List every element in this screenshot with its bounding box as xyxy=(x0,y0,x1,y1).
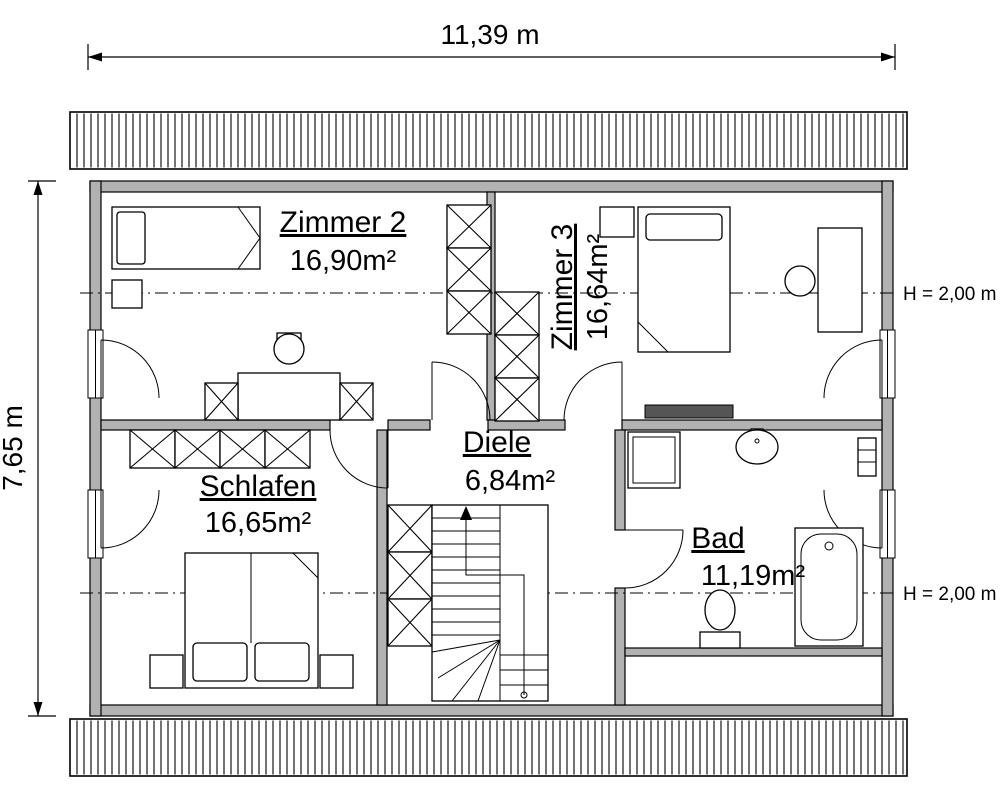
chimney-stack-lower xyxy=(494,291,540,422)
bed-zimmer3-pillow xyxy=(645,213,723,241)
bed-zimmer2-fold-lower xyxy=(237,237,261,270)
sink-bad xyxy=(735,429,779,465)
bed-schlafen-pillow-left xyxy=(192,642,248,682)
stair-winder-tread xyxy=(477,639,501,702)
toilet-bad-cistern xyxy=(699,631,741,649)
room-labels: Zimmer 2 16,90m² Zimmer 3 16,64m² Schlaf… xyxy=(200,206,806,592)
furniture-bad xyxy=(624,428,883,657)
door-zimmer2-swing-arc xyxy=(431,361,491,421)
furniture-zimmer3 xyxy=(599,206,863,419)
label-schlafen-area: 16,65m² xyxy=(205,507,312,539)
height-line-bottom-label: H = 2,00 m xyxy=(903,584,996,605)
dimension-top: 11,39 m xyxy=(87,19,896,70)
stairs-outline xyxy=(431,504,549,702)
doors xyxy=(329,361,684,589)
chair-zimmer3 xyxy=(784,265,816,297)
closet-stairs xyxy=(387,504,433,647)
shower-bad xyxy=(627,431,681,489)
window-right-upper-swing-arc xyxy=(823,339,883,399)
label-diele-area: 6,84m² xyxy=(465,465,556,497)
outer-walls xyxy=(89,180,894,717)
bed-zimmer2-fold-upper xyxy=(237,206,261,239)
bathtub-bad xyxy=(794,527,864,647)
stair-walkline xyxy=(465,517,525,695)
label-zimmer2-area: 16,90m² xyxy=(290,245,397,277)
wall-top xyxy=(89,180,894,193)
wall-left xyxy=(89,180,102,717)
installation-wall-bad xyxy=(624,647,883,657)
bed-schlafen-fold xyxy=(292,552,319,579)
eave-band-bottom-hatch xyxy=(76,720,904,775)
wall-right xyxy=(881,180,894,717)
bed-schlafen-pillow-right xyxy=(254,642,310,682)
sink-bad-drain xyxy=(754,438,760,444)
window-left-upper-swing-arc xyxy=(100,339,160,399)
label-diele-name: Diele xyxy=(463,426,531,459)
dimension-left-arrow-top xyxy=(33,181,43,195)
dimension-top-label: 11,39 m xyxy=(440,19,539,50)
window-left-lower-swing-arc xyxy=(100,489,160,549)
nightstand-zimmer2 xyxy=(111,279,143,309)
door-schlafen-swing-arc xyxy=(329,429,389,489)
nightstand-schlafen-right xyxy=(319,654,354,689)
dimension-top-arrow-right xyxy=(881,52,895,62)
label-zimmer3-name: Zimmer 3 xyxy=(546,224,579,351)
nightstand-schlafen-left xyxy=(149,654,184,689)
desk-zimmer2-side-units xyxy=(204,382,374,421)
stair-winder-tread xyxy=(437,639,501,679)
eave-band-bottom xyxy=(69,718,908,777)
wall-schlafen-diele xyxy=(376,429,388,706)
stairs xyxy=(387,504,549,702)
eave-band-top xyxy=(69,111,908,170)
wall-corridor-seg1 xyxy=(100,419,331,431)
stair-winder-tread xyxy=(451,639,501,702)
radiator-bad xyxy=(857,437,877,477)
label-bad-area: 11,19m² xyxy=(701,560,806,592)
label-zimmer2-name: Zimmer 2 xyxy=(280,206,407,239)
door-bad-swing-arc xyxy=(624,529,684,589)
desk-zimmer2 xyxy=(237,372,341,421)
wall-bottom xyxy=(89,704,894,717)
toilet-bad xyxy=(704,589,736,631)
bathtub-bad-drain xyxy=(824,541,834,551)
dimension-left: 7,65 m xyxy=(0,180,56,717)
label-zimmer3-area: 16,64m² xyxy=(582,233,614,340)
dimension-top-arrow-left xyxy=(88,52,102,62)
dimension-left-label: 7,65 m xyxy=(0,405,28,491)
furniture-schlafen xyxy=(129,429,354,689)
nightstand-zimmer3 xyxy=(599,206,635,238)
sideboard-zimmer3 xyxy=(644,404,734,419)
height-line-top-label: H = 2,00 m xyxy=(903,284,996,305)
bathtub-bad-inner xyxy=(800,533,858,641)
bed-zimmer3-fold xyxy=(637,321,669,353)
shower-bad-inner xyxy=(632,436,676,484)
stair-walkline-arrow xyxy=(460,506,472,520)
desk-zimmer3 xyxy=(817,227,863,333)
wall-diele-bad-lower xyxy=(614,587,626,706)
wall-diele-bad-upper xyxy=(614,429,626,531)
wardrobe-schlafen xyxy=(129,429,311,469)
furniture-zimmer2 xyxy=(111,206,374,421)
stair-winder-tread xyxy=(431,639,501,653)
dimension-left-arrow-bottom xyxy=(33,702,43,716)
chimney-stack-upper xyxy=(446,204,492,335)
chair-zimmer2 xyxy=(273,333,305,365)
bed-zimmer2-pillow xyxy=(116,211,146,265)
eave-band-top-hatch xyxy=(76,113,904,168)
label-bad-name: Bad xyxy=(691,522,744,555)
door-zimmer3-swing-arc xyxy=(563,361,623,421)
label-schlafen-name: Schlafen xyxy=(200,470,317,503)
wall-corridor-seg2 xyxy=(387,419,431,431)
